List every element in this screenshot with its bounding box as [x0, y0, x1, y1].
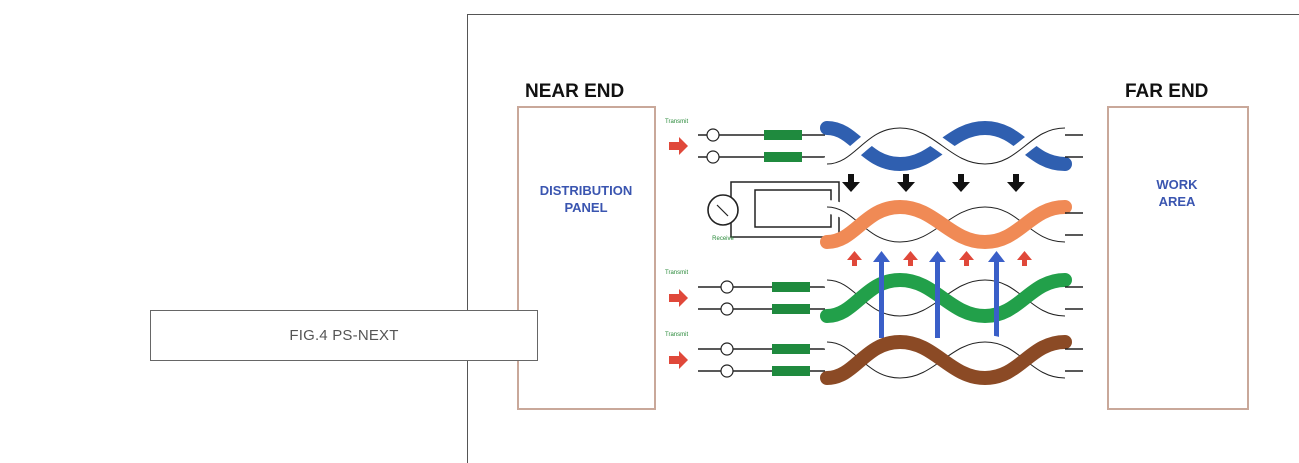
- resistor-icon: [764, 152, 802, 162]
- resistor-icon: [772, 366, 810, 376]
- near-end-title: NEAR END: [525, 81, 624, 102]
- source-icon: [706, 128, 720, 142]
- up-arrow-icon: [929, 251, 946, 338]
- pair-2-orange: Receive: [707, 181, 1083, 250]
- far-panel-label-line2: AREA: [1159, 194, 1196, 209]
- transmit-arrow-2: [669, 289, 688, 307]
- resistor-icon: [772, 304, 810, 314]
- transmit-arrow-1: [669, 137, 688, 155]
- down-arrow-icon: [952, 174, 970, 192]
- source-icon: [720, 280, 734, 294]
- far-end-title: FAR END: [1125, 81, 1208, 102]
- far-coupling-arrows: [873, 251, 1005, 338]
- next-coupling-arrows: [842, 174, 1025, 192]
- frame-left-line: [467, 14, 468, 463]
- source-icon: [706, 150, 720, 164]
- pair-4-brown: Transmit: [665, 332, 1083, 386]
- transmit-label-2: Transmit: [665, 270, 688, 276]
- meter-icon: [707, 194, 739, 226]
- distribution-panel-box: [517, 106, 656, 410]
- frame-top-line: [467, 14, 1299, 15]
- down-arrow-icon: [897, 174, 915, 192]
- up-arrow-icon: [988, 251, 1005, 338]
- diagram-svg: NEAR END DISTRIBUTION PANEL FAR END WORK…: [517, 81, 1249, 410]
- down-arrow-icon: [842, 174, 860, 192]
- near-panel-label-line1: DISTRIBUTION: [540, 183, 632, 198]
- source-icon: [720, 342, 734, 356]
- pair-1-blue: Transmit: [665, 119, 1083, 172]
- up-arrow-icon: [903, 251, 918, 266]
- near-panel-label-line2: PANEL: [564, 200, 607, 215]
- receive-label: Receive: [712, 236, 734, 242]
- up-arrow-icon: [873, 251, 890, 338]
- up-arrow-icon: [1017, 251, 1032, 266]
- down-arrow-icon: [1007, 174, 1025, 192]
- source-icon: [720, 364, 734, 378]
- work-area-box: [1107, 106, 1249, 410]
- up-arrow-icon: [959, 251, 974, 266]
- resistor-icon: [772, 344, 810, 354]
- transmit-arrow-3: [669, 351, 688, 369]
- up-arrow-icon: [847, 251, 862, 266]
- far-panel-label-line1: WORK: [1156, 177, 1198, 192]
- pair-3-green: Transmit: [665, 270, 1083, 324]
- source-icon: [720, 302, 734, 316]
- transmit-label-3: Transmit: [665, 332, 688, 338]
- resistor-icon: [764, 130, 802, 140]
- transmit-label-1: Transmit: [665, 119, 688, 125]
- resistor-icon: [772, 282, 810, 292]
- ps-next-diagram: NEAR END DISTRIBUTION PANEL FAR END WORK…: [505, 70, 1265, 415]
- figure-caption: FIG.4 PS-NEXT: [150, 310, 538, 361]
- near-coupling-arrows: [847, 251, 1032, 266]
